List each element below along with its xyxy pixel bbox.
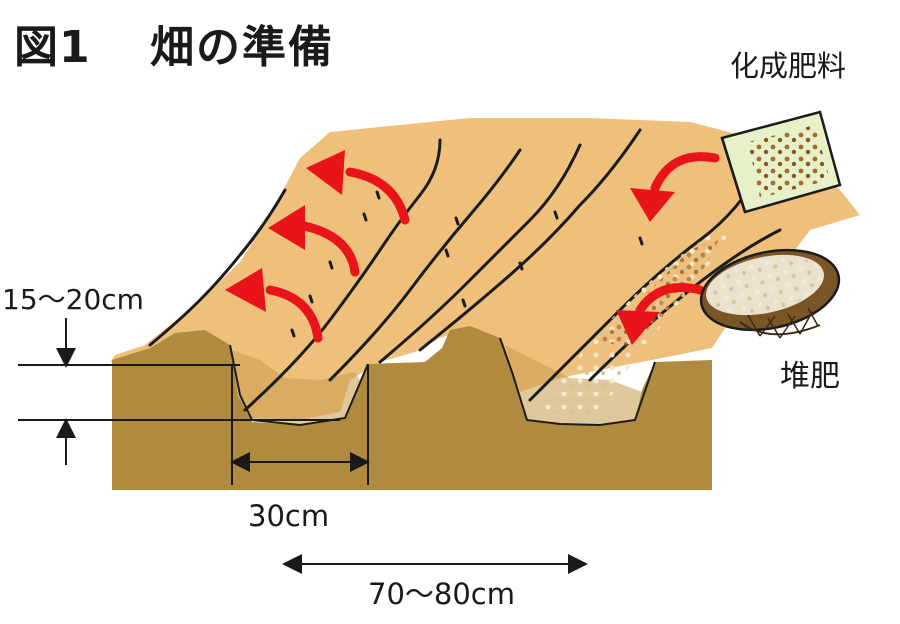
fertilizer-label: 化成肥料: [730, 49, 847, 83]
depth-dimension: [18, 318, 340, 465]
red-arrowheads-right: [616, 188, 675, 345]
red-arrowheads-left: [225, 150, 345, 312]
compost-basket-icon: [699, 248, 841, 339]
figure-title: 畑の準備: [150, 22, 334, 73]
furrow-outline-2: [499, 337, 656, 427]
furrow-depth-label: 15～20cm: [2, 283, 144, 316]
furrow-bottom-1: [232, 350, 360, 424]
red-curved-arrow-icon: [265, 167, 410, 343]
furrow-width-label: 30cm: [248, 499, 330, 533]
red-arrow-fertilizer: [635, 152, 720, 315]
row-spacing-label: 70～80cm: [368, 577, 515, 611]
compost-label: 堆肥: [780, 359, 840, 394]
fertilizer-bag-icon: [720, 110, 842, 214]
furrow-outline-1: [229, 344, 369, 427]
soil-cross-section: [112, 326, 712, 490]
figure-number: 図1: [14, 22, 91, 73]
ridge-marks: [290, 190, 644, 338]
furrow-width-dimension: [230, 365, 370, 485]
